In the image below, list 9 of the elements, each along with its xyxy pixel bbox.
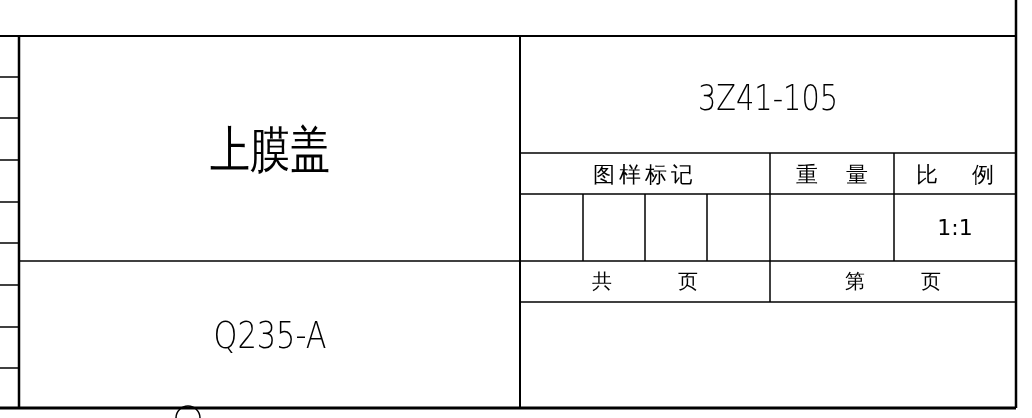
column-header: 比 例 [915, 164, 995, 186]
material-name: Q235-A [213, 316, 327, 354]
column-header: 图样标记 [593, 164, 697, 186]
page-count: 共 页 [591, 271, 699, 291]
drawing-number: 3Z41-105 [697, 80, 839, 116]
column-header: 重 量 [795, 164, 869, 186]
scale-value: 1:1 [937, 217, 973, 239]
page-number: 第 页 [844, 271, 942, 291]
part-name: 上膜盖 [210, 125, 330, 175]
